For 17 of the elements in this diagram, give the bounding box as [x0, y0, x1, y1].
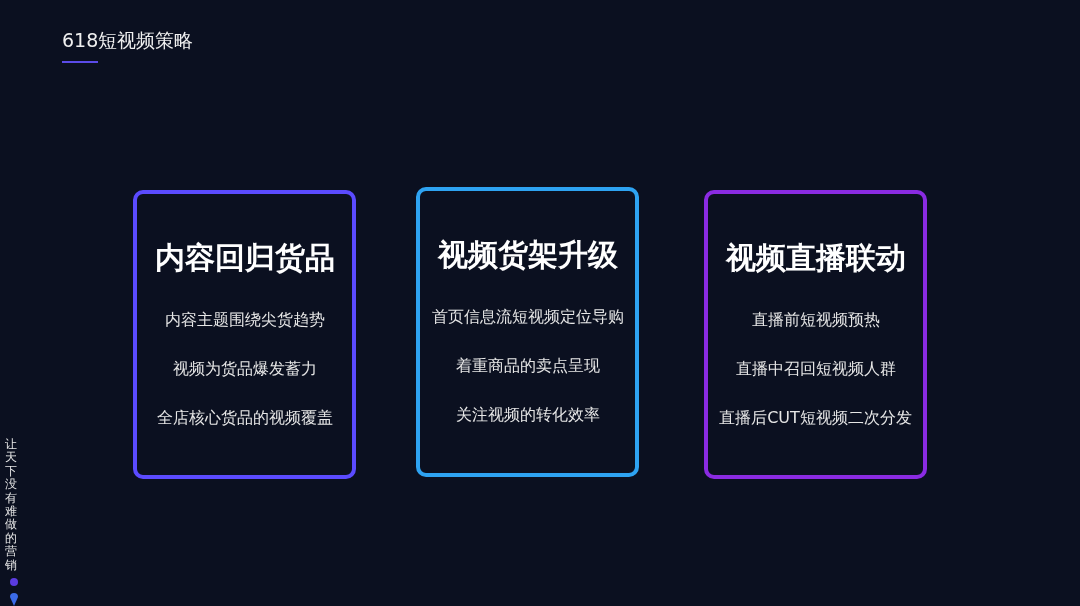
vertical-slogan: 让天下没有难做的营销 — [4, 438, 17, 573]
strategy-card — [416, 187, 639, 477]
strategy-card — [704, 190, 927, 479]
card-text: 内容主题围绕尖货趋势 — [163, 310, 326, 331]
strategy-card — [133, 190, 356, 479]
card-text: 直播后CUT短视频二次分发 — [718, 408, 913, 429]
card-heading: 内容回归货品 — [153, 239, 336, 277]
card-heading: 视频直播联动 — [724, 239, 907, 277]
card-text: 视频为货品爆发蓄力 — [171, 359, 318, 380]
card-text: 全店核心货品的视频覆盖 — [155, 408, 334, 429]
card-text: 关注视频的转化效率 — [454, 405, 601, 426]
card-text: 首页信息流短视频定位导购 — [430, 307, 625, 328]
card-text: 直播中召回短视频人群 — [734, 359, 897, 380]
page-title: 618短视频策略 — [62, 28, 194, 53]
card-heading: 视频货架升级 — [436, 236, 619, 274]
card-text: 着重商品的卖点呈现 — [454, 356, 601, 377]
card-text: 直播前短视频预热 — [750, 310, 881, 331]
